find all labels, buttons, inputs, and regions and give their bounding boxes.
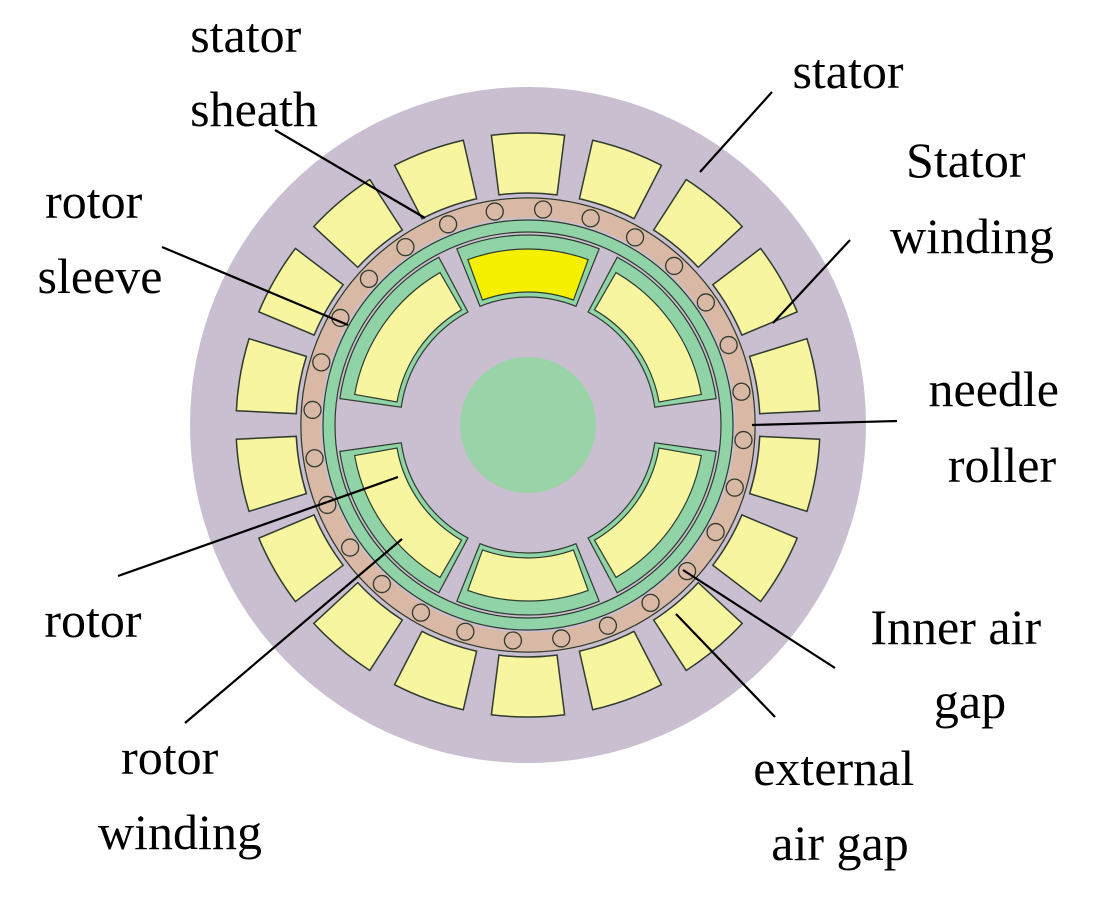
stator-winding-slot xyxy=(235,435,308,513)
label-rotor-sleeve: rotor sleeve xyxy=(38,173,163,304)
label-stator-winding: Stator winding xyxy=(890,132,1054,264)
leader-rotor xyxy=(117,475,399,578)
needle-roller xyxy=(312,353,331,372)
rotor-winding xyxy=(353,271,463,403)
stator-winding-slot xyxy=(652,178,744,269)
label-external-air-gap: external air gap xyxy=(753,740,927,871)
rotor-winding-segments xyxy=(339,234,717,616)
leader-stator-winding xyxy=(772,239,851,324)
needle-roller xyxy=(340,538,360,557)
leader-inner-air-gap xyxy=(682,569,836,669)
needle-roller xyxy=(396,237,415,257)
label-rotor-winding: rotor winding xyxy=(98,729,262,860)
stator-winding-slot xyxy=(748,337,821,415)
needle-roller xyxy=(696,293,716,312)
stator-winding-slot xyxy=(748,435,821,513)
needle-roller xyxy=(552,629,571,648)
label-external-air-gap-line2: air gap xyxy=(771,815,908,871)
needle-roller xyxy=(533,200,553,219)
needle-roller xyxy=(581,209,600,228)
needle-roller xyxy=(706,522,725,542)
stator-winding-slot xyxy=(393,139,478,220)
label-stator: stator xyxy=(792,43,903,99)
label-rotor-winding-line2: winding xyxy=(98,804,262,860)
label-rotor-winding-line1: rotor xyxy=(121,729,219,785)
rotor-sleeve-inner-edge xyxy=(334,231,722,619)
label-stator-winding-line2: winding xyxy=(890,208,1054,264)
stator-winding-slot xyxy=(711,513,799,603)
rotor-shaft xyxy=(460,357,596,493)
label-stator-line1: stator xyxy=(792,43,903,99)
leader-rotor-sleeve xyxy=(161,245,349,327)
rotor-winding xyxy=(593,447,703,579)
label-rotor-sleeve-line1: rotor xyxy=(45,173,143,229)
rotor-winding xyxy=(467,549,589,602)
needle-roller xyxy=(598,616,618,635)
leader-stator xyxy=(699,91,773,173)
label-rotor-line1: rotor xyxy=(44,592,142,648)
needle-roller xyxy=(732,382,751,401)
label-inner-air-gap-line1: Inner air xyxy=(870,599,1041,655)
needle-roller xyxy=(664,256,684,276)
label-external-air-gap-line1: external xyxy=(753,740,914,796)
rotor-sleeve-band xyxy=(323,220,733,630)
stator-winding-slot xyxy=(312,178,404,269)
stator-winding-slot xyxy=(711,247,799,337)
stator-winding-slot xyxy=(578,630,663,711)
label-needle-roller: needle roller xyxy=(929,361,1072,493)
needle-roller xyxy=(359,269,379,289)
label-needle-roller-line2: roller xyxy=(948,437,1057,493)
needle-roller xyxy=(372,574,392,594)
label-stator-sheath: stator sheath xyxy=(190,7,318,137)
needle-roller xyxy=(303,400,322,420)
rotor-shaft-disc xyxy=(460,357,596,493)
leader-stator-sheath xyxy=(274,129,426,219)
stator-winding-slot xyxy=(393,630,478,711)
needle-roller xyxy=(734,430,753,450)
leader-needle-roller xyxy=(751,419,898,427)
stator-winding-slot xyxy=(312,581,404,672)
stator-winding-slot xyxy=(578,139,663,220)
needle-roller xyxy=(719,335,738,355)
rotor-winding-highlighted xyxy=(467,248,589,301)
stator-winding-slot xyxy=(490,654,566,718)
needle-roller xyxy=(485,202,504,221)
stator-winding-slot xyxy=(257,513,345,603)
leader-rotor-winding xyxy=(184,538,403,724)
label-inner-air-gap-line2: gap xyxy=(934,673,1006,729)
needle-roller xyxy=(503,631,523,650)
needle-roller xyxy=(456,622,475,641)
label-rotor: rotor xyxy=(44,592,142,648)
label-inner-air-gap: Inner air gap xyxy=(870,599,1053,729)
leader-external-air-gap xyxy=(675,613,776,718)
needle-roller xyxy=(411,603,431,622)
leader-lines xyxy=(117,91,898,724)
label-stator-sheath-line1: stator xyxy=(190,7,301,63)
rotor-winding xyxy=(593,271,703,403)
label-stator-sheath-line2: sheath xyxy=(190,81,318,137)
needle-roller xyxy=(438,215,458,234)
stator-winding-slot xyxy=(235,337,308,415)
stator-winding-slot xyxy=(652,581,744,672)
label-stator-winding-line1: Stator xyxy=(906,132,1026,188)
needle-roller xyxy=(625,228,645,247)
label-needle-roller-line1: needle xyxy=(929,361,1059,417)
label-rotor-sleeve-line2: sleeve xyxy=(38,248,163,304)
rotor-winding xyxy=(353,447,463,579)
stator-winding-slot xyxy=(490,132,566,196)
needle-roller xyxy=(641,593,660,613)
needle-roller xyxy=(725,478,744,497)
rotor-sleeve-outer-edge xyxy=(322,219,734,631)
needle-roller-ring xyxy=(303,200,753,650)
needle-roller xyxy=(305,449,324,468)
rotor-sleeve-ring xyxy=(322,219,734,631)
stator-sheath-band xyxy=(301,198,755,652)
